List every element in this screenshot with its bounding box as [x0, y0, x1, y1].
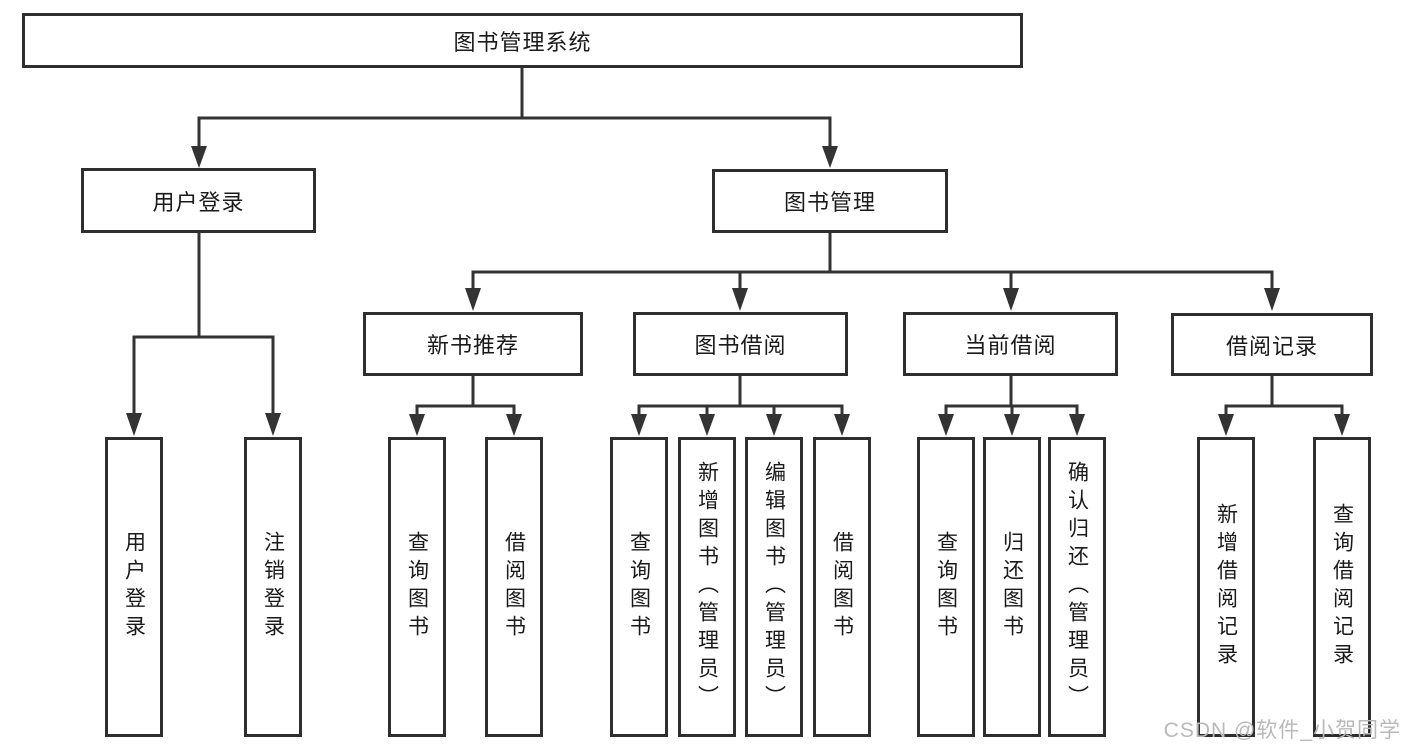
connector-borrow-records-to-leaves [1218, 376, 1350, 436]
leaf-add-books-admin: 新增图书（管理员） [678, 437, 736, 737]
leaf-label: 新增借阅记录 [1214, 503, 1238, 671]
leaf-edit-books-admin: 编辑图书（管理员） [745, 437, 803, 737]
leaf-logout: 注销登录 [244, 437, 302, 737]
leaf-recommend-query-books: 查询图书 [388, 437, 446, 737]
connector-user-login-to-leaves [126, 233, 281, 436]
node-root-library-system: 图书管理系统 [22, 13, 1023, 68]
connector-book-management-to-level3 [465, 233, 1280, 311]
leaf-borrow-query-books: 查询图书 [610, 437, 668, 737]
node-current-borrow: 当前借阅 [903, 312, 1118, 376]
node-user-login: 用户登录 [81, 168, 316, 233]
connector-book-borrow-to-leaves [631, 376, 850, 436]
connector-current-borrow-to-leaves [938, 376, 1085, 436]
leaf-label: 归还图书 [1000, 531, 1024, 643]
csdn-watermark: CSDN @软件_小贺同学 [1163, 719, 1401, 742]
leaf-return-books: 归还图书 [983, 437, 1041, 737]
leaf-label: 新增图书（管理员） [695, 461, 719, 713]
node-borrow-records: 借阅记录 [1171, 313, 1373, 376]
leaf-add-borrow-record: 新增借阅记录 [1197, 437, 1255, 737]
leaf-confirm-return-admin: 确认归还（管理员） [1048, 437, 1106, 737]
leaf-label: 查询图书 [405, 531, 429, 643]
leaf-label: 用户登录 [122, 531, 146, 643]
node-book-borrow: 图书借阅 [633, 312, 848, 376]
leaf-label: 查询图书 [627, 531, 651, 643]
node-book-management: 图书管理 [712, 169, 948, 233]
leaf-borrow-books: 借阅图书 [813, 437, 871, 737]
leaf-label: 查询借阅记录 [1330, 503, 1354, 671]
connector-root-to-level2 [191, 68, 838, 168]
leaf-label: 借阅图书 [502, 531, 526, 643]
connector-new-book-recommend-to-leaves [409, 376, 522, 436]
leaf-user-login: 用户登录 [105, 437, 163, 737]
leaf-label: 借阅图书 [830, 531, 854, 643]
leaf-current-query-books: 查询图书 [917, 437, 975, 737]
leaf-label: 注销登录 [261, 531, 285, 643]
node-new-book-recommend: 新书推荐 [363, 312, 583, 376]
leaf-query-borrow-record: 查询借阅记录 [1313, 437, 1371, 737]
leaf-label: 查询图书 [934, 531, 958, 643]
leaf-recommend-borrow-books: 借阅图书 [485, 437, 543, 737]
leaf-label: 编辑图书（管理员） [762, 461, 786, 713]
leaf-label: 确认归还（管理员） [1065, 461, 1089, 713]
